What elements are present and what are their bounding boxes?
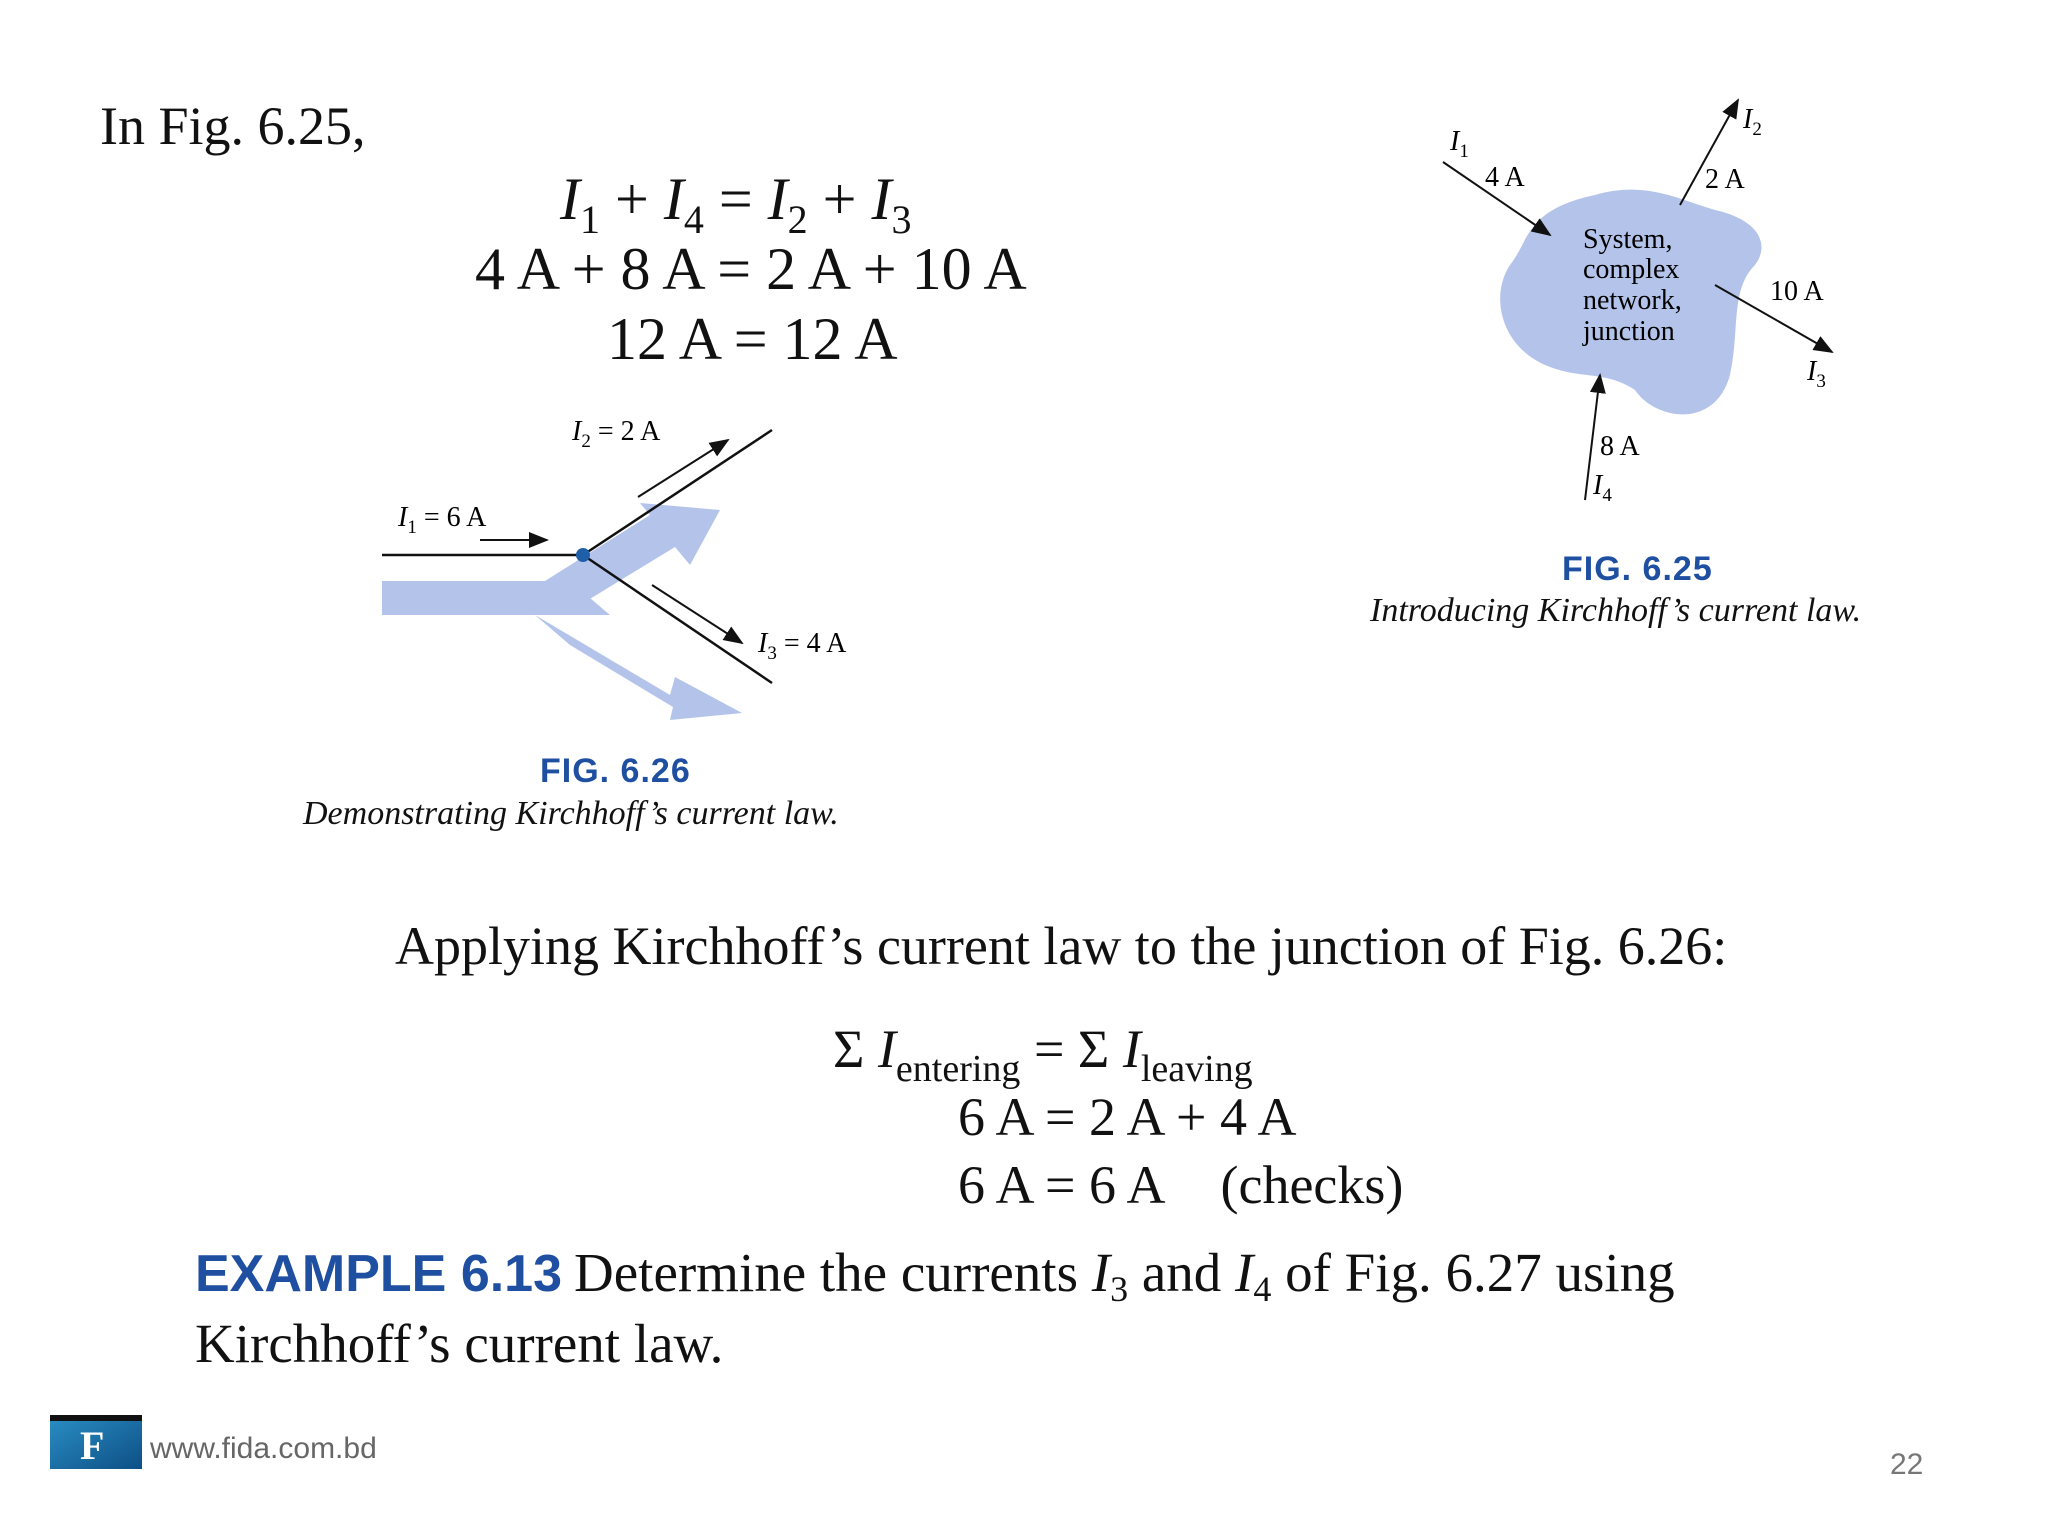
fig625-i3-name: I3	[1806, 356, 1826, 392]
fig626-i3-label: I3 = 4 A	[757, 628, 847, 664]
intro-text: In Fig. 6.25,	[100, 96, 366, 156]
equation-kcl-symbolic: I1 + I4 = I2 + I3	[560, 166, 912, 242]
fig626-main-band	[382, 581, 610, 615]
fig625-i2-name: I2	[1742, 104, 1762, 140]
svg-text:F: F	[80, 1423, 104, 1468]
applying-paragraph: Applying Kirchhoff’s current law to the …	[395, 916, 1728, 976]
fig625-i3-value: 10 A	[1770, 276, 1824, 307]
fig-6-25-label: FIG. 6.25	[1562, 550, 1713, 588]
footer-url: www.fida.com.bd	[150, 1432, 377, 1465]
page-number: 22	[1890, 1448, 1924, 1481]
fig626-junction-node	[576, 548, 590, 562]
fig626-upper-arrow	[545, 503, 720, 605]
fig-6-26-diagram: I1 = 6 A I2 = 2 A I3 = 4 A	[382, 416, 847, 720]
fig625-blob-text-2: complex	[1583, 254, 1679, 285]
fig-6-25-diagram: System, complex network, junction I1 4 A…	[1442, 98, 1834, 506]
example-label: EXAMPLE 6.13	[195, 1245, 563, 1303]
fig625-blob-text-3: network,	[1583, 285, 1682, 316]
equation-kcl-values: 4 A + 8 A = 2 A + 10 A	[475, 236, 1027, 302]
equation-kcl-sum: Σ Ientering = Σ Ileaving	[833, 1019, 1253, 1090]
fig625-i1-name: I1	[1449, 126, 1469, 162]
fig625-i1-value: 4 A	[1485, 162, 1525, 193]
fig625-i2-value: 2 A	[1705, 164, 1745, 195]
fig625-blob-text-4: junction	[1582, 316, 1675, 347]
equation-kcl-check-result: 6 A = 6 A(checks)	[958, 1155, 1404, 1215]
fig626-lower-arrow	[535, 615, 742, 720]
fig625-blob-text-1: System,	[1583, 224, 1672, 255]
fig-6-26-label: FIG. 6.26	[540, 752, 691, 790]
fig625-i4-value: 8 A	[1600, 431, 1640, 462]
equation-kcl-check-values: 6 A = 2 A + 4 A	[958, 1087, 1297, 1147]
fig626-i1-label: I1 = 6 A	[397, 502, 487, 538]
fig-6-25-caption: Introducing Kirchhoff’s current law.	[1370, 592, 1862, 629]
equation-kcl-result: 12 A = 12 A	[607, 306, 898, 372]
fig-6-26-caption: Demonstrating Kirchhoff’s current law.	[303, 795, 839, 832]
fida-logo-icon: F	[50, 1415, 142, 1469]
fig626-i2-label: I2 = 2 A	[571, 416, 661, 452]
fig625-i4-name: I4	[1592, 470, 1612, 506]
fig625-network-blob	[1500, 189, 1762, 415]
